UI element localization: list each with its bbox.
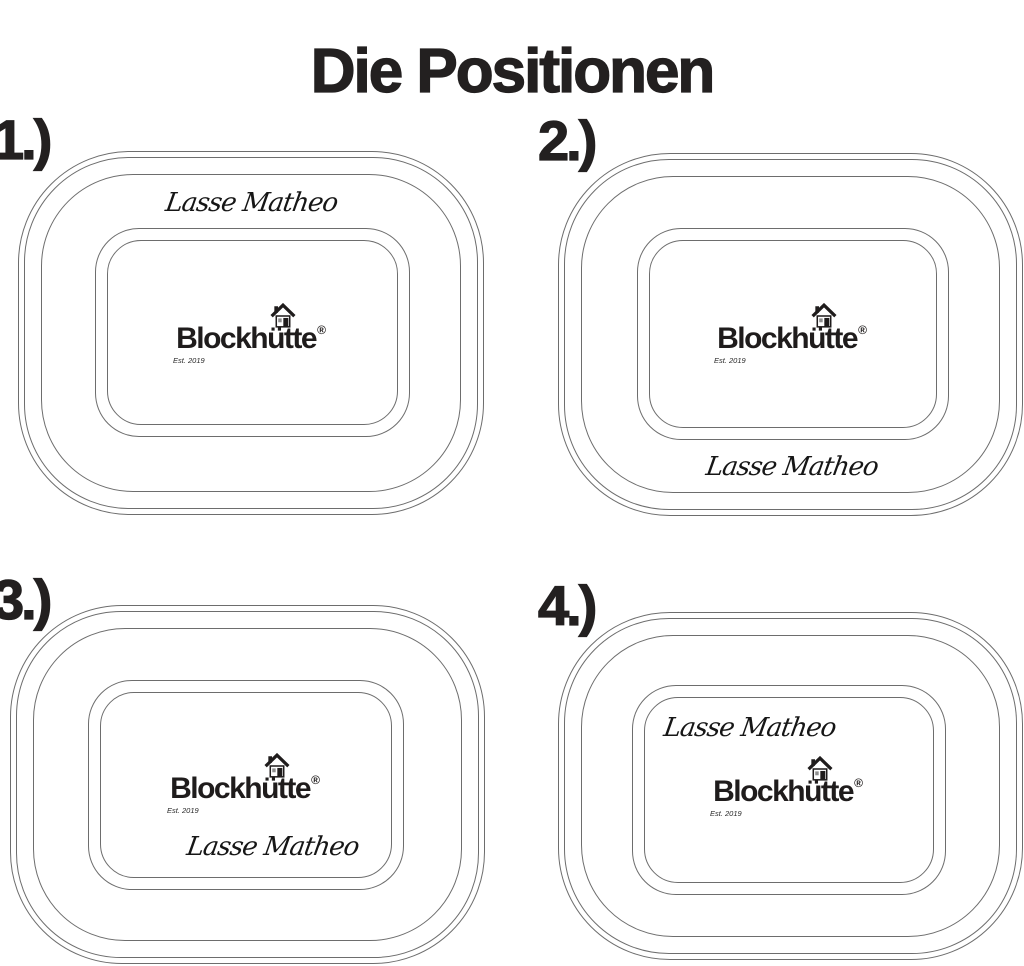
lid-outer-edge <box>558 612 1023 960</box>
lid-inner-seal-frame <box>95 228 410 437</box>
brand-logo: Blockhütte® Est. 2019 <box>700 756 876 818</box>
lid-outer-edge <box>10 605 485 964</box>
lid-rim-line <box>16 611 479 958</box>
brand-name-line: Blockhütte® <box>704 322 880 356</box>
lid-ridge-line <box>581 176 1000 493</box>
position-4-label: 4.) <box>537 574 598 637</box>
lid-inner-seal-frame <box>637 228 949 440</box>
brand-name: Blockhütte <box>176 322 318 355</box>
engraved-name: Lasse Matheo <box>184 832 361 862</box>
registered-mark-icon: ® <box>858 323 867 337</box>
lid-inner-seal-frame-inner <box>644 697 934 883</box>
registered-mark-icon: ® <box>317 323 326 337</box>
lid-inner-seal-frame-inner <box>107 240 398 425</box>
house-icon <box>264 753 290 778</box>
lid-outer-edge <box>18 151 484 515</box>
house-icon <box>270 303 296 328</box>
lid-diagram-position-4: Lasse Matheo Blockhütte® Est. 2019 <box>558 612 1023 960</box>
lid-ridge-line <box>33 628 462 941</box>
registered-mark-icon: ® <box>311 773 320 787</box>
lid-diagram-position-1: Lasse Matheo Blockhütte® Est. 2019 <box>18 151 484 515</box>
lid-ridge-line <box>581 635 1000 937</box>
brand-established: Est. 2019 <box>173 356 205 365</box>
lid-ridge-line <box>41 174 461 492</box>
position-3-label: 3.) <box>0 568 53 631</box>
engraved-name: Lasse Matheo <box>661 713 838 743</box>
brand-logo: Blockhütte® Est. 2019 <box>163 303 339 365</box>
brand-name: Blockhütte <box>713 775 855 808</box>
brand-name-line: Blockhütte® <box>163 322 339 356</box>
lid-inner-seal-frame <box>632 685 946 895</box>
lid-diagram-position-3: Lasse Matheo Blockhütte® Est. 2019 <box>10 605 485 964</box>
brand-name-line: Blockhütte® <box>157 772 333 806</box>
brand-established: Est. 2019 <box>710 809 742 818</box>
brand-established: Est. 2019 <box>167 806 199 815</box>
lid-outer-edge <box>558 153 1023 516</box>
lid-rim-line <box>564 159 1017 510</box>
house-icon <box>807 756 833 781</box>
page-title: Die Positionen <box>310 36 716 106</box>
engraved-name: Lasse Matheo <box>163 188 340 218</box>
house-icon <box>811 303 837 328</box>
registered-mark-icon: ® <box>854 776 863 790</box>
lid-rim-line <box>24 157 478 509</box>
position-2-label: 2.) <box>537 109 598 172</box>
lid-inner-seal-frame <box>88 680 404 890</box>
lid-inner-seal-frame-inner <box>100 692 392 878</box>
lid-inner-seal-frame-inner <box>649 240 937 428</box>
brand-logo: Blockhütte® Est. 2019 <box>157 753 333 815</box>
brand-logo: Blockhütte® Est. 2019 <box>704 303 880 365</box>
brand-name-line: Blockhütte® <box>700 775 876 809</box>
brand-name: Blockhütte <box>717 322 859 355</box>
engraved-name: Lasse Matheo <box>703 452 881 482</box>
brand-name: Blockhütte <box>170 772 312 805</box>
lid-diagram-position-2: Lasse Matheo Blockhütte® Est. 2019 <box>558 153 1023 516</box>
position-1-label: 1.) <box>0 108 53 171</box>
lid-rim-line <box>564 618 1017 954</box>
brand-established: Est. 2019 <box>714 356 746 365</box>
